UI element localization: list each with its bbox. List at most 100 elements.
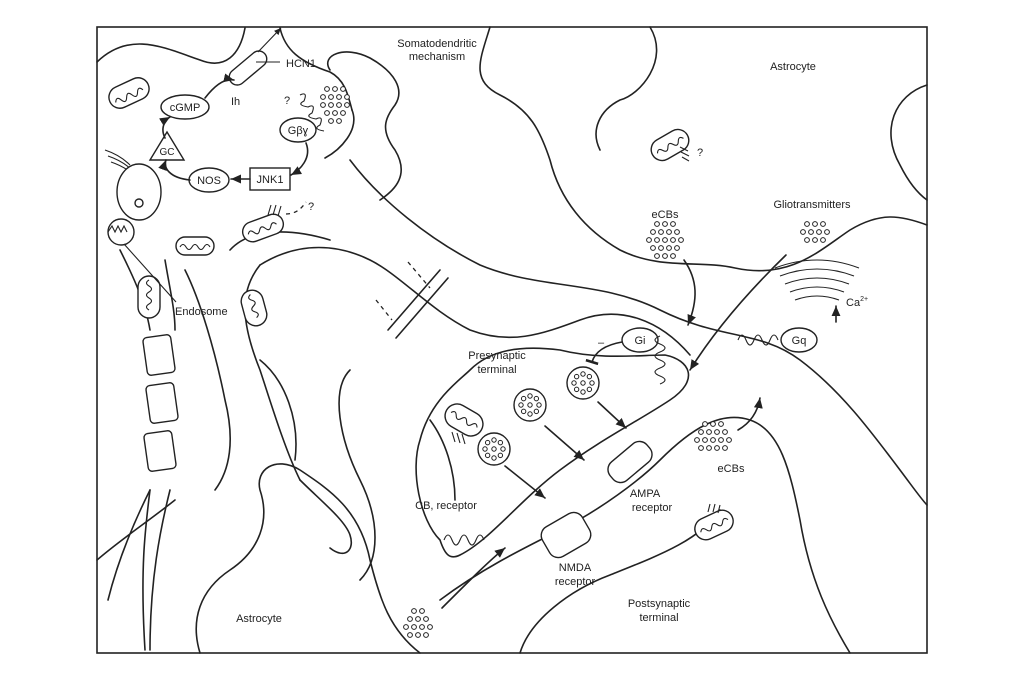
diagram-frame [96, 26, 928, 654]
vesicle-content-dot [573, 373, 580, 380]
vesicle-dot [336, 102, 342, 108]
label-endosome: Endosome [175, 306, 228, 318]
vesicle-content-dot [497, 439, 504, 446]
label-ca2: Ca2+ [846, 296, 868, 309]
vesicle-dot [423, 632, 429, 638]
vesicle-dot [332, 110, 338, 116]
label-presynaptic-1: Presynaptic [468, 350, 526, 362]
vesicle-dot [650, 229, 656, 235]
vesicle-dot [332, 86, 338, 92]
vesicle-dot [407, 616, 413, 622]
vesicle-dot [654, 253, 660, 259]
myelin-segments [142, 334, 179, 472]
vesicle-content-dot [491, 437, 497, 443]
vesicle-dot [702, 421, 708, 427]
label-presynaptic-2: terminal [477, 364, 516, 376]
vesicle-dot [824, 229, 830, 235]
vesicle-dot [804, 221, 810, 227]
label-q-soma: ? [284, 95, 290, 107]
vesicle-dot [419, 624, 425, 630]
vesicle-dot [415, 616, 421, 622]
vesicle-dot [812, 237, 818, 243]
vesicle-dot [423, 616, 429, 622]
label-gq: Gq [792, 335, 807, 347]
vesicle-content-dot [482, 446, 488, 452]
gliotransmitter-cluster [800, 221, 830, 243]
mitochondrion-dendrite-left [137, 275, 161, 319]
vesicle-content-dot [520, 408, 527, 415]
vesicle-dot [706, 445, 712, 451]
ecbs-bottom-cluster [694, 421, 732, 451]
release-arrows [441, 254, 841, 609]
vesicle-dot [800, 229, 806, 235]
vesicle-dot [658, 245, 664, 251]
calcium-waves [774, 259, 860, 301]
label-somatodendritic-2: mechanism [409, 51, 465, 63]
vesicle-dot [340, 110, 346, 116]
vesicle-dot [336, 118, 342, 124]
vesicle-dot [718, 421, 724, 427]
vesicle-content-dot [586, 386, 593, 393]
text-labels: Somatodendritic mechanism Astrocyte HCN1… [160, 38, 869, 625]
vesicle-dot [411, 608, 417, 614]
mitochondrion-postsynaptic [694, 503, 734, 541]
ecbs-top-cluster [646, 221, 684, 259]
vesicle-dot [674, 229, 680, 235]
label-ih: Ih [231, 96, 240, 108]
synaptic-vesicles [477, 366, 600, 466]
vesicle-dot [415, 632, 421, 638]
label-cb-receptor: CB, receptor [415, 500, 477, 512]
label-ecbs-bottom: eCBs [718, 463, 745, 475]
vesicle-dot [710, 437, 716, 443]
vesicle-dot [722, 445, 728, 451]
label-jnk1: JNK1 [257, 174, 284, 186]
vesicle-dot [670, 237, 676, 243]
vesicle-dot [808, 229, 814, 235]
label-ecbs-top: eCBs [652, 209, 679, 221]
vesicle-dot [427, 624, 433, 630]
vesicle-dot [706, 429, 712, 435]
vesicle-dot [698, 429, 704, 435]
label-postsynaptic-1: Postsynaptic [628, 598, 691, 610]
cascade-arrows [158, 73, 309, 215]
gq-node [780, 327, 818, 353]
vesicle-dot [344, 94, 350, 100]
vesicle-dot [698, 445, 704, 451]
vesicle-content-dot [573, 386, 580, 393]
label-ampa-1: AMPA [630, 488, 661, 500]
vesicle-content-dot [520, 395, 527, 402]
vesicle-content-dot [527, 393, 533, 399]
vesicle-dot [336, 94, 342, 100]
vesicle-content-dot [586, 373, 593, 380]
gbg-node [279, 117, 317, 143]
label-postsynaptic-2: terminal [639, 612, 678, 624]
vesicle-content-dot [497, 452, 504, 459]
hcn1-channel [228, 27, 282, 86]
vesicle-content-dot [518, 402, 524, 408]
spine-vesicle-cluster [320, 86, 350, 124]
label-gbg: Gβɣ [288, 125, 309, 137]
vesicle-dot [340, 86, 346, 92]
vesicle-dot [328, 102, 334, 108]
cgmp-node [160, 94, 210, 120]
vesicle-dot [722, 429, 728, 435]
label-somatodendritic-1: Somatodendritic [397, 38, 477, 50]
vesicle-dot [714, 429, 720, 435]
vesicle-dot [646, 237, 652, 243]
vesicle-content-dot [500, 446, 506, 452]
vesicle-dot [324, 86, 330, 92]
vesicle-content-dot [571, 380, 577, 386]
vesicle-dot [662, 253, 668, 259]
vesicle-content-dot [491, 455, 497, 461]
membrane-outlines [96, 26, 928, 654]
nucleus [116, 163, 162, 221]
vesicle-dot [670, 221, 676, 227]
vesicle-dot [328, 94, 334, 100]
label-gliotransmitters: Gliotransmitters [773, 199, 851, 211]
label-minus: – [598, 337, 605, 349]
vesicle-dot [654, 221, 660, 227]
vesicle-content-dot [527, 411, 533, 417]
vesicle-dot [654, 237, 660, 243]
